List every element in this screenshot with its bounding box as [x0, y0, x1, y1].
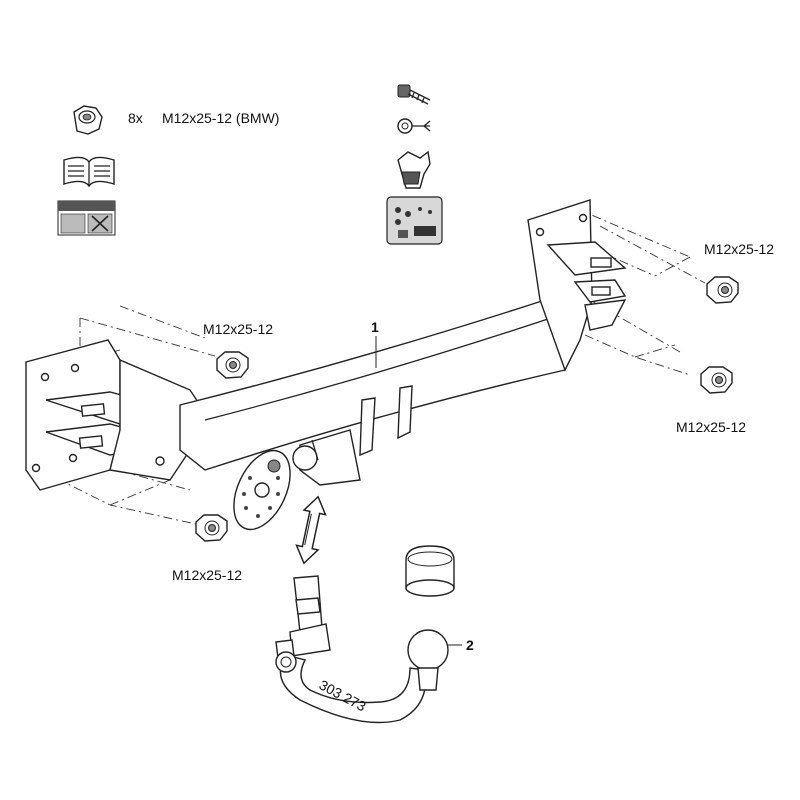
nut-spec: M12x25-12 (BMW) — [162, 110, 279, 126]
nut-quantity: 8x — [128, 110, 143, 126]
hex-nut-icon — [700, 366, 733, 394]
open-book-icon — [63, 156, 115, 188]
key-icon — [397, 118, 431, 134]
hex-nut-icon — [195, 514, 228, 542]
hex-nut-icon — [73, 105, 103, 135]
nut-label-upper-right: M12x25-12 — [704, 241, 774, 257]
detachable-ball-neck — [275, 545, 455, 724]
nut-label-upper-left: M12x25-12 — [203, 321, 273, 337]
hex-nut-icon — [216, 351, 249, 379]
socket-panel-icon — [386, 196, 443, 245]
part-2-label: 2 — [466, 637, 474, 653]
double-arrow-icon — [295, 495, 327, 565]
screw-icon — [397, 84, 431, 105]
warning-sticker-icon — [57, 200, 116, 236]
towbar-crossbeam — [25, 199, 627, 531]
nut-label-lower-right: M12x25-12 — [676, 419, 746, 435]
clip-icon — [397, 150, 431, 189]
hex-nut-icon — [706, 276, 739, 304]
nut-label-lower-left: M12x25-12 — [172, 567, 242, 583]
part-1-label: 1 — [371, 319, 379, 335]
